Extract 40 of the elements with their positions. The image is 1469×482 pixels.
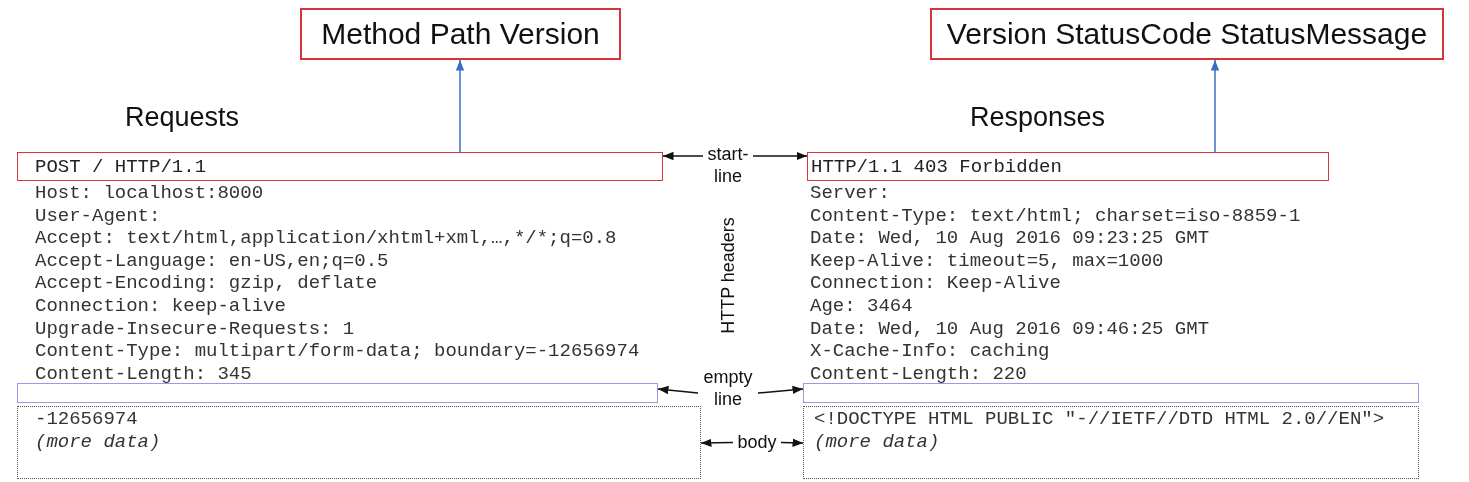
header-line: Date: Wed, 10 Aug 2016 09:23:25 GMT [810,227,1210,250]
header-line: Accept-Encoding: gzip, deflate [35,272,378,295]
header-line: Content-Length: 345 [35,362,252,386]
body-box [803,406,1419,479]
header-line: Date: Wed, 10 Aug 2016 09:46:25 GMT [810,317,1210,341]
header-line: User-Agent: [35,204,161,228]
header-line: Age: 3464 [810,295,913,318]
header-line: Server: [810,182,890,205]
header-line: Content-Type: text/html; charset=iso-8859-1 [810,204,1301,228]
header-line: Connection: Keep-Alive [810,272,1061,295]
annotation-text: start-line [703,143,753,189]
body-box [17,406,701,479]
header-line: Upgrade-Insecure-Requests: 1 [35,317,355,341]
title-box: Method Path Version [300,8,621,60]
arrow [752,151,808,161]
title-box: Version StatusCode StatusMessage [930,8,1444,60]
body-text: -12656974 [35,408,139,431]
arrow [780,438,804,447]
header-line: Content-Length: 220 [810,362,1027,386]
header-line: X-Cache-Info: caching [810,340,1050,363]
arrow [662,151,704,161]
vertical-label: HTTP headers [717,216,739,334]
annotation-text: body [733,431,781,455]
header-line: Accept-Language: en-US,en;q=0.5 [35,249,389,273]
arrow [455,59,465,153]
header-line: Keep-Alive: timeout=5, max=1000 [810,249,1164,273]
placeholder-text: (more data) [814,430,941,454]
body-text: <!DOCTYPE HTML PUBLIC "-//IETF//DTD HTML 2.0//EN"> [814,408,1386,431]
header-line: Host: localhost:8000 [35,182,264,205]
arrow [757,385,804,395]
header-line: Accept: text/html,application/xhtml+xml,…,*/*;q=0.8 [35,227,617,250]
arrow [657,385,699,395]
arrow [1210,59,1220,153]
arrow [700,438,734,448]
annotation-text: empty line [698,366,758,412]
placeholder-text: (more data) [35,430,162,454]
section-heading: Responses [970,102,1106,133]
section-heading: Requests [125,102,240,133]
header-line: Connection: keep-alive [35,295,286,318]
header-line: Content-Type: multipart/form-data; boundary=-12656974 [35,340,640,363]
